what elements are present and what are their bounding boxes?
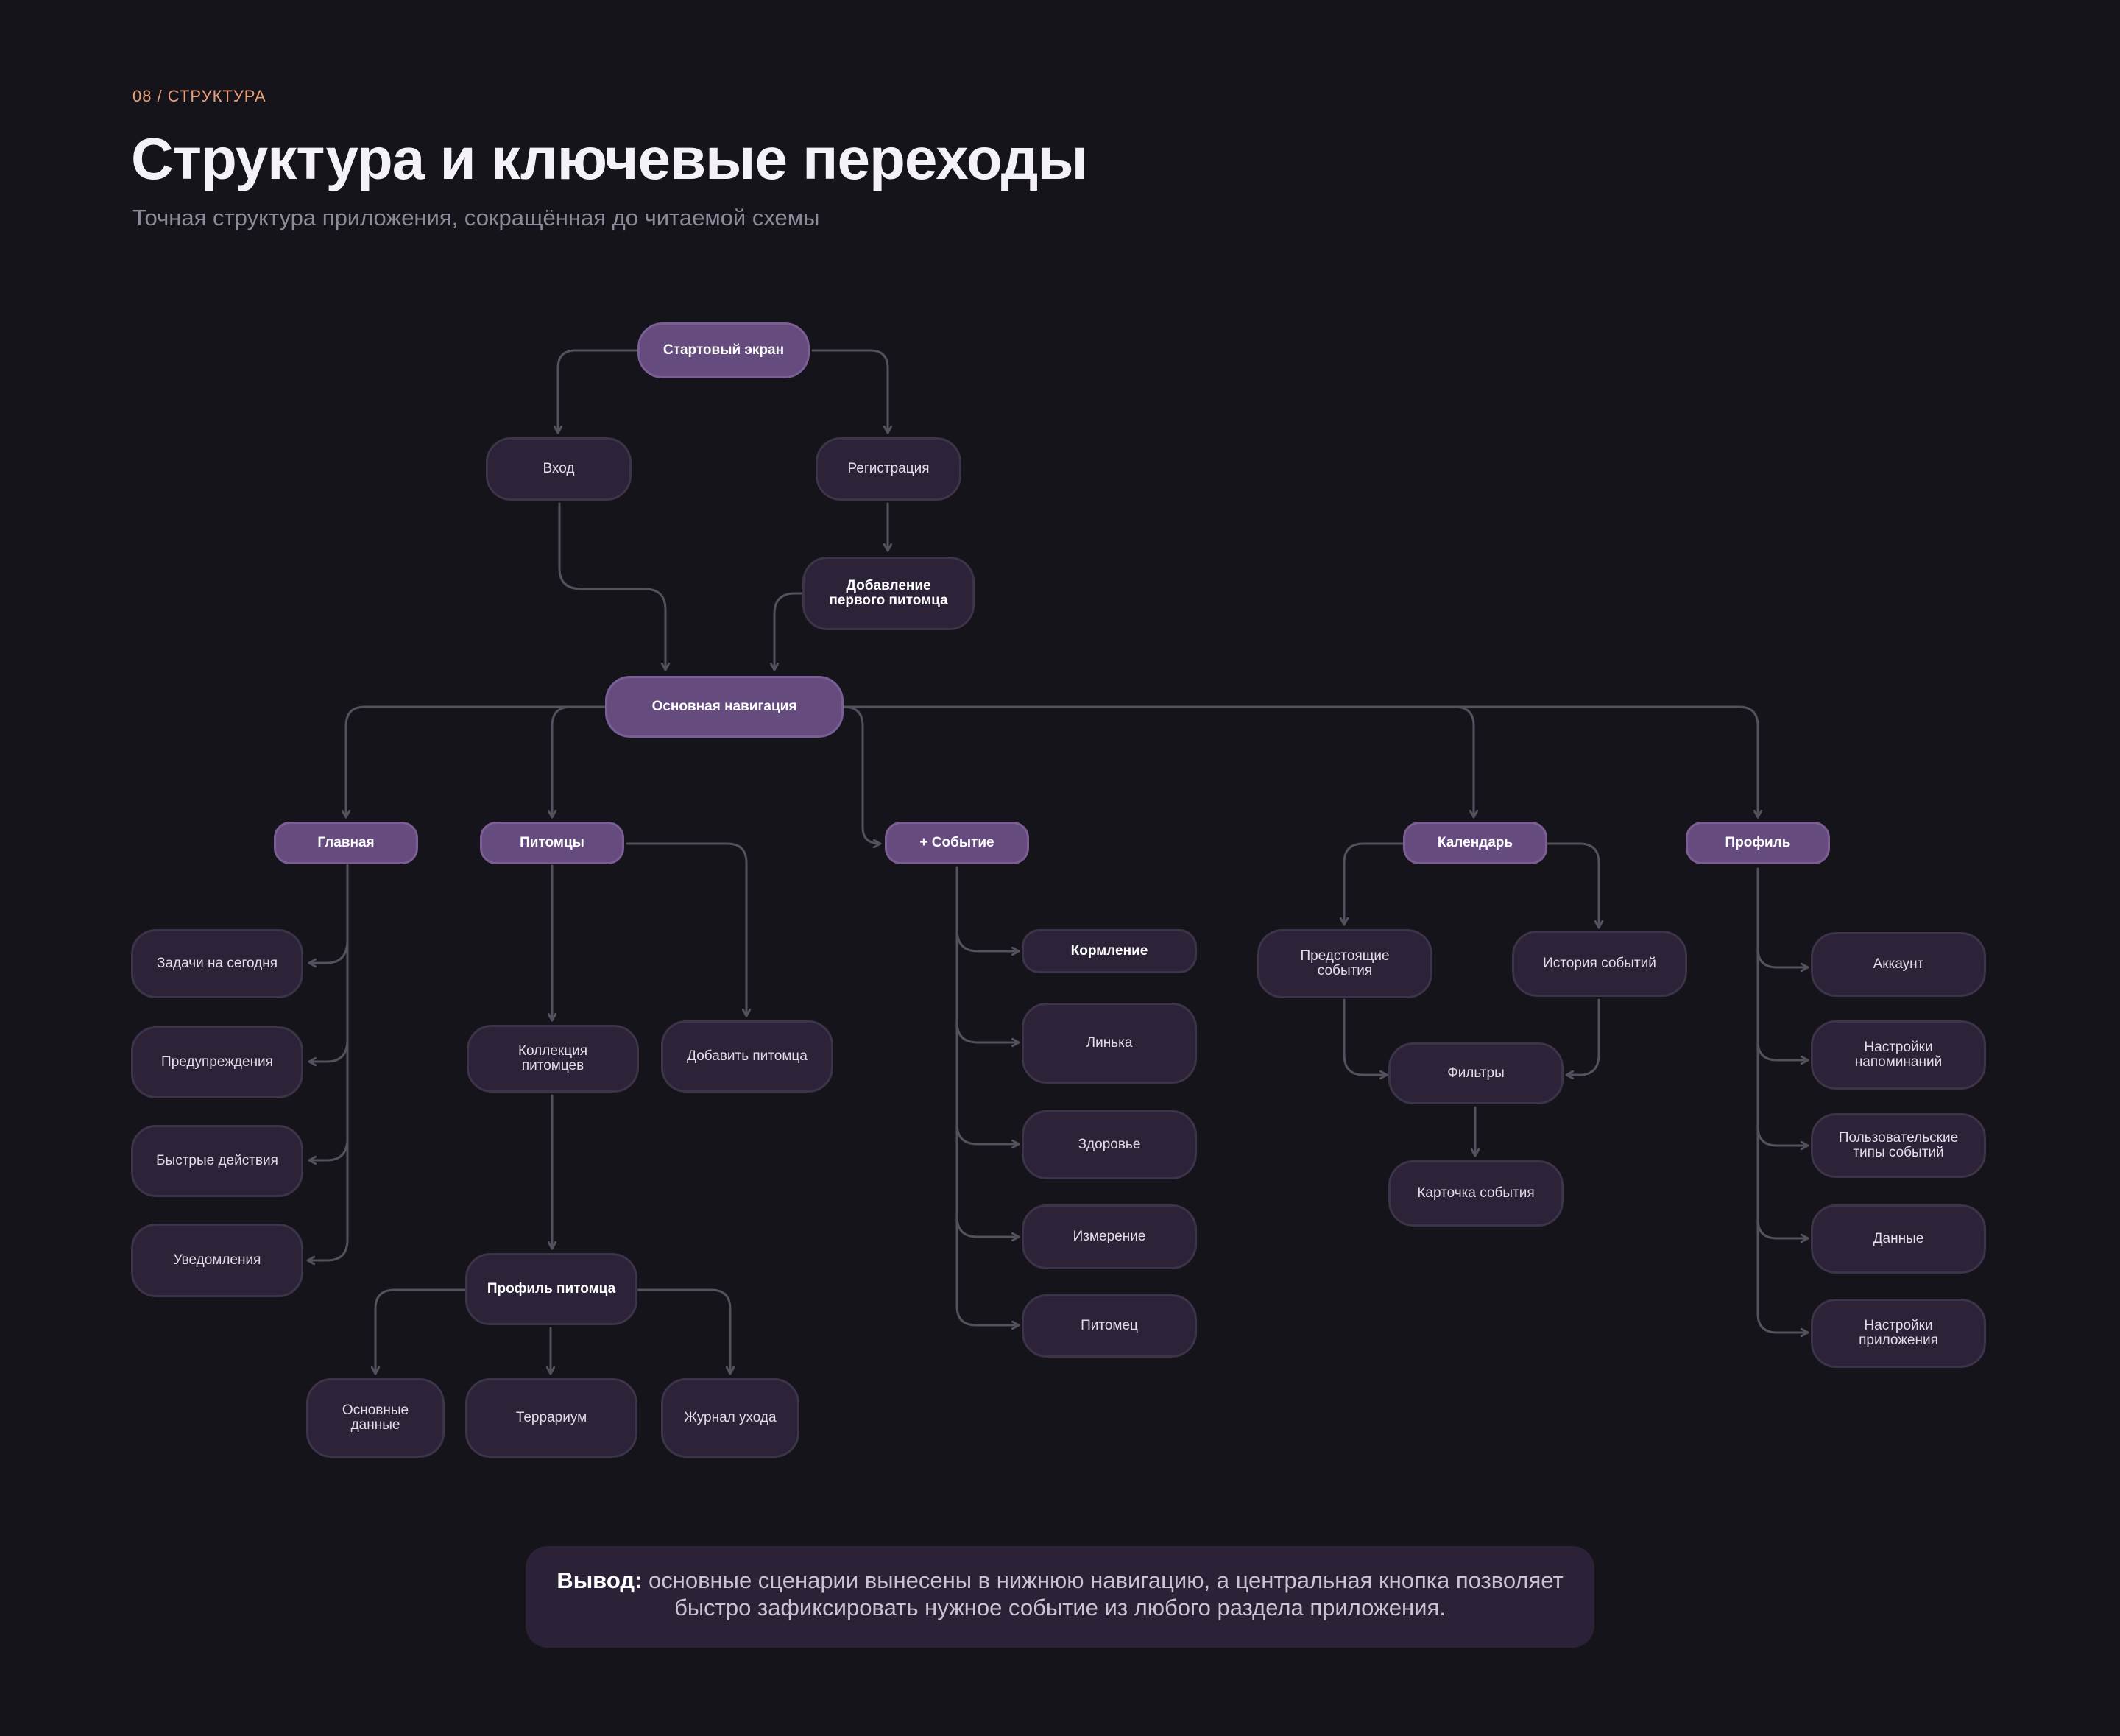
- node-register[interactable]: Регистрация: [816, 437, 961, 501]
- edge-event-feeding: [955, 928, 1020, 951]
- node-filters[interactable]: Фильтры: [1388, 1042, 1564, 1104]
- node-reminder-settings[interactable]: Настройки напоминаний: [1811, 1020, 1986, 1090]
- page-title: Структура и ключевые переходы: [131, 126, 1088, 191]
- node-event-card[interactable]: Карточка события: [1388, 1160, 1564, 1227]
- node-care-log[interactable]: Журнал ухода: [661, 1378, 799, 1458]
- node-pet[interactable]: Питомец: [1022, 1294, 1197, 1358]
- node-basic-data[interactable]: Основные данные: [306, 1378, 445, 1458]
- tab-add-event[interactable]: + Событие: [885, 822, 1029, 864]
- edge-addpet-mainnav: [774, 592, 804, 671]
- conclusion-label: Вывод:: [556, 1567, 643, 1593]
- node-login[interactable]: Вход: [486, 437, 632, 501]
- node-data[interactable]: Данные: [1811, 1204, 1986, 1274]
- node-feeding[interactable]: Кормление: [1022, 929, 1197, 973]
- page-subtitle: Точная структура приложения, сокращённая…: [132, 205, 820, 230]
- edge-mainnav-profile: [842, 705, 1758, 819]
- edge-profile-reminders: [1756, 1040, 1809, 1060]
- tab-pets[interactable]: Питомцы: [480, 822, 624, 864]
- edge-mainnav-pets: [552, 705, 607, 819]
- node-health[interactable]: Здоровье: [1022, 1110, 1197, 1179]
- tab-calendar[interactable]: Календарь: [1403, 822, 1547, 864]
- edge-home-tasks: [308, 938, 349, 963]
- node-notifications[interactable]: Уведомления: [131, 1224, 303, 1297]
- edge-calendar-history: [1546, 842, 1599, 929]
- edge-start-register: [811, 349, 888, 434]
- edge-event-spine: [955, 866, 1020, 1325]
- edge-upcoming-filters: [1343, 998, 1388, 1075]
- edge-profile-account: [1756, 947, 1809, 967]
- edge-history-filters: [1565, 998, 1600, 1075]
- edge-mainnav-calendar: [842, 705, 1474, 819]
- node-account[interactable]: Аккаунт: [1811, 932, 1986, 997]
- edge-home-quick: [308, 1137, 349, 1160]
- edge-mainnav-home: [346, 705, 607, 819]
- node-molt[interactable]: Линька: [1022, 1003, 1197, 1084]
- node-pet-profile[interactable]: Профиль питомца: [465, 1253, 637, 1325]
- edge-event-health: [955, 1122, 1020, 1144]
- edge-mainnav-event: [842, 705, 882, 844]
- node-terrarium[interactable]: Террариум: [465, 1378, 637, 1458]
- node-tasks-today[interactable]: Задачи на сегодня: [131, 929, 303, 998]
- node-warnings[interactable]: Предупреждения: [131, 1026, 303, 1098]
- node-measurement[interactable]: Измерение: [1022, 1204, 1197, 1269]
- node-event-history[interactable]: История событий: [1512, 931, 1687, 997]
- node-add-first-pet[interactable]: Добавление первого питомца: [802, 557, 975, 630]
- edge-profile-data: [1756, 1218, 1809, 1238]
- conclusion-box: Вывод: основные сценарии вынесены в нижн…: [526, 1546, 1594, 1648]
- edge-event-measure: [955, 1215, 1020, 1237]
- node-quick-actions[interactable]: Быстрые действия: [131, 1125, 303, 1197]
- tab-profile[interactable]: Профиль: [1686, 822, 1830, 864]
- node-app-settings[interactable]: Настройки приложения: [1811, 1299, 1986, 1368]
- node-main-navigation[interactable]: Основная навигация: [605, 676, 844, 738]
- conclusion-text: основные сценарии вынесены в нижнюю нави…: [648, 1567, 1564, 1621]
- node-custom-event-types[interactable]: Пользовательские типы событий: [1811, 1113, 1986, 1178]
- edge-login-mainnav: [558, 502, 665, 671]
- edge-profile-spine: [1756, 867, 1809, 1333]
- edge-event-molt: [955, 1020, 1020, 1042]
- section-label: 08 / СТРУКТУРА: [132, 87, 266, 105]
- edge-pets-add: [626, 842, 746, 1017]
- edge-calendar-upcoming: [1344, 842, 1404, 926]
- edge-profile-basic: [375, 1288, 467, 1375]
- node-upcoming-events[interactable]: Предстоящие события: [1257, 929, 1432, 998]
- edge-profile-log: [636, 1288, 730, 1375]
- edge-home-warnings: [308, 1038, 349, 1062]
- edge-start-login: [558, 349, 639, 434]
- edge-profile-customtypes: [1756, 1125, 1809, 1146]
- tab-home[interactable]: Главная: [274, 822, 418, 864]
- node-start-screen[interactable]: Стартовый экран: [637, 322, 810, 378]
- edge-home-children: [308, 863, 349, 1262]
- node-pet-collection[interactable]: Коллекция питомцев: [467, 1025, 639, 1093]
- node-add-pet[interactable]: Добавить питомца: [661, 1020, 833, 1093]
